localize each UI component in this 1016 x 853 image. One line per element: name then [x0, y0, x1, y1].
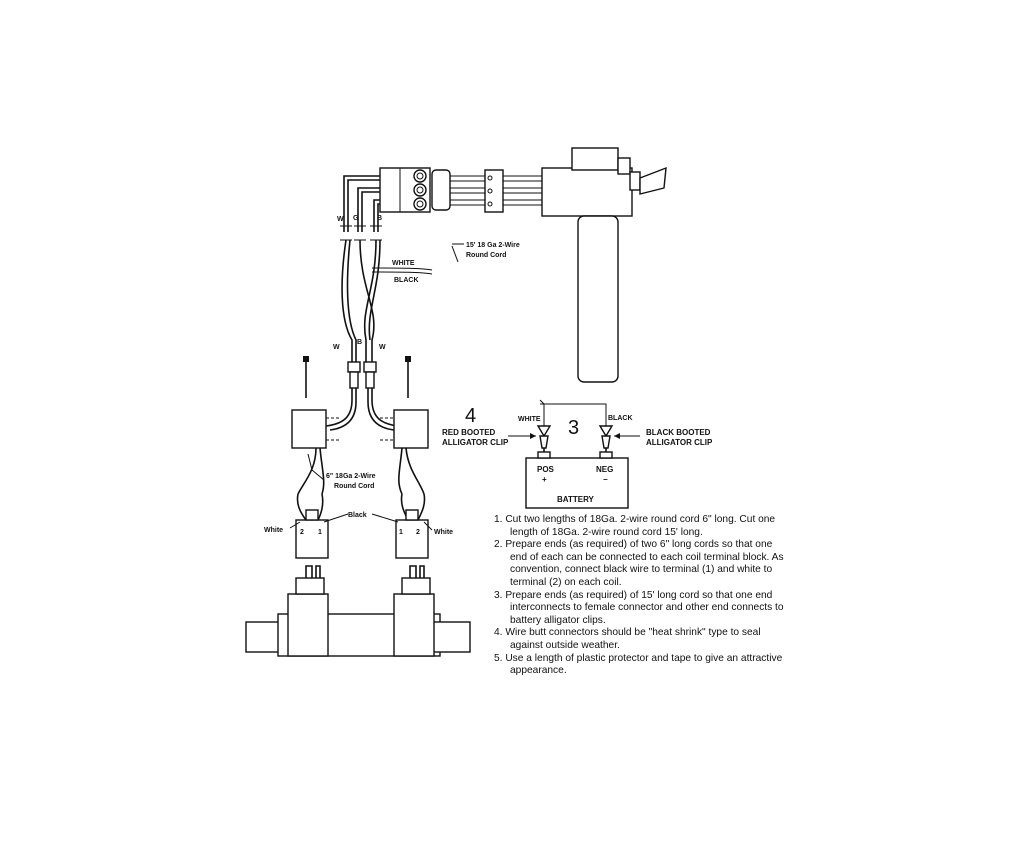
label-black-clip-2: ALLIGATOR CLIP [646, 438, 713, 447]
label-w-mid-left: W [333, 344, 340, 351]
label-pos: POS [537, 465, 555, 474]
label-cord-6in-2: Round Cord [334, 483, 374, 490]
coil-connector-right [395, 493, 429, 559]
label-number-4: 4 [465, 405, 476, 427]
label-black-battery: BLACK [608, 415, 633, 422]
label-number-3: 3 [568, 417, 579, 439]
label-red-clip-2: ALLIGATOR CLIP [442, 438, 509, 447]
note-2: 2. Prepare ends (as required) of two 6" … [494, 539, 784, 588]
label-b-mid: B [357, 339, 362, 346]
label-white-right: White [434, 529, 453, 536]
connector-block [379, 167, 431, 213]
label-cord-15ft-2: Round Cord [466, 252, 506, 259]
coil-connector-left [295, 493, 329, 559]
battery [525, 451, 629, 509]
label-neg: NEG [596, 465, 613, 474]
label-w-top: W [337, 216, 344, 223]
alligator-clip-black [598, 425, 614, 458]
label-white-left: White [264, 527, 283, 534]
label-minus: − [603, 475, 608, 484]
label-white-cord: WHITE [392, 260, 415, 267]
coil-cap-right [380, 409, 429, 495]
bolt-right [405, 356, 411, 398]
label-terminal-1-right: 1 [399, 529, 403, 536]
label-battery: BATTERY [557, 495, 595, 504]
actuator [541, 147, 667, 383]
cord-15ft [431, 245, 607, 428]
label-plus: + [542, 475, 547, 484]
label-terminal-1-left: 1 [318, 529, 322, 536]
instruction-notes: 1. Cut two lengths of 18Ga. 2-wire round… [494, 514, 784, 678]
note-4: 4. Wire butt connectors should be "heat … [494, 627, 761, 651]
label-cord-15ft-1: 15' 18 Ga 2-Wire [466, 242, 520, 249]
label-cord-6in-1: 6" 18Ga 2-Wire [326, 473, 376, 480]
alligator-clip-red [536, 425, 552, 458]
note-1: 1. Cut two lengths of 18Ga. 2-wire round… [494, 514, 776, 538]
actuator-leads [431, 169, 542, 213]
note-5: 5. Use a length of plastic protector and… [494, 652, 783, 677]
label-terminal-2-left: 2 [300, 529, 304, 536]
label-terminal-2-right: 2 [416, 529, 420, 536]
label-b-top: B [377, 215, 382, 222]
label-g-top: G [353, 215, 359, 222]
harness-wires [325, 175, 433, 431]
label-black-clip-1: BLACK BOOTED [646, 428, 711, 437]
label-white-battery: WHITE [518, 416, 541, 423]
label-red-clip-1: RED BOOTED [442, 428, 496, 437]
valve-body [245, 565, 471, 657]
label-black-coil: Black [348, 512, 367, 519]
bolt-left [303, 356, 309, 398]
note-3: 3. Prepare ends (as required) of 15' lon… [494, 589, 784, 626]
label-w-mid-right: W [379, 344, 386, 351]
label-black-cord: BLACK [394, 277, 419, 284]
coil-cap-left [291, 409, 340, 495]
